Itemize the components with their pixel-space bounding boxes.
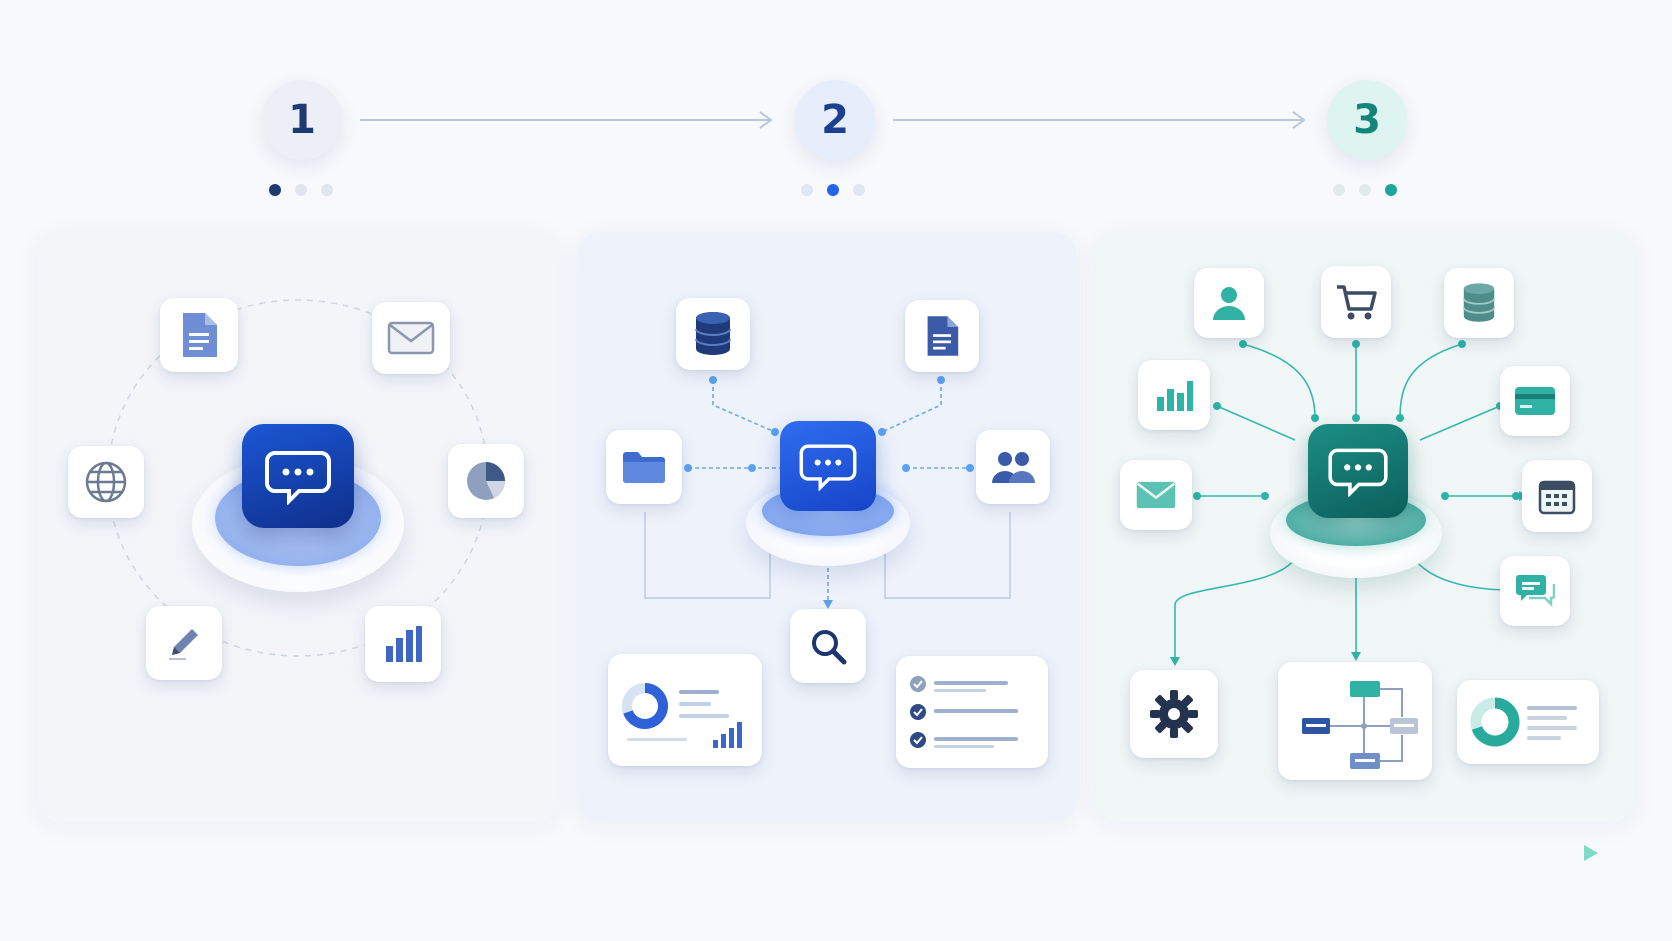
- database-icon: [1444, 268, 1514, 338]
- envelope-icon: [1120, 460, 1192, 530]
- panel-2-bracket-lines: [644, 512, 1011, 599]
- flowchart-icon: [1278, 662, 1432, 780]
- step-3-badge: 3: [1327, 80, 1407, 160]
- step-connectors: [360, 111, 1306, 129]
- chat-bubble-icon: [780, 421, 876, 511]
- progress-dot: [801, 184, 813, 196]
- database-icon: [676, 298, 750, 370]
- credit-card-icon: [1500, 366, 1570, 436]
- progress-dot: [1385, 184, 1397, 196]
- step-2-badge: 2: [795, 80, 875, 160]
- progress-dot: [321, 184, 333, 196]
- pie-chart-icon: [448, 444, 524, 518]
- search-icon: [790, 609, 866, 683]
- chat-bubble-icon: [1308, 424, 1408, 518]
- checklist-card-icon: [896, 656, 1048, 768]
- document-icon: [160, 298, 238, 372]
- chat-bubble-icon: [242, 424, 354, 528]
- shopping-cart-icon: [1321, 266, 1391, 338]
- progress-dot: [295, 184, 307, 196]
- progress-dot: [269, 184, 281, 196]
- progress-dot: [827, 184, 839, 196]
- calendar-icon: [1522, 460, 1592, 532]
- progress-dot: [853, 184, 865, 196]
- bar-chart-icon: [365, 606, 441, 682]
- document-icon: [905, 300, 979, 372]
- user-icon: [1194, 268, 1264, 338]
- pencil-icon: [146, 606, 222, 680]
- analytics-card-icon: [608, 654, 762, 766]
- gear-icon: [1130, 670, 1218, 758]
- envelope-icon: [372, 302, 450, 374]
- step-arrow-1-2: [360, 111, 773, 129]
- donut-report-icon: [1457, 680, 1599, 764]
- progress-dot: [1359, 184, 1371, 196]
- folder-icon: [606, 430, 682, 504]
- step-arrow-2-3: [893, 111, 1306, 129]
- bar-chart-icon: [1138, 360, 1210, 430]
- arrowhead: [823, 600, 833, 609]
- message-icon: [1500, 556, 1570, 626]
- step-1-badge: 1: [262, 80, 342, 160]
- users-icon: [976, 430, 1050, 504]
- globe-icon: [68, 446, 144, 518]
- progress-dot: [1333, 184, 1345, 196]
